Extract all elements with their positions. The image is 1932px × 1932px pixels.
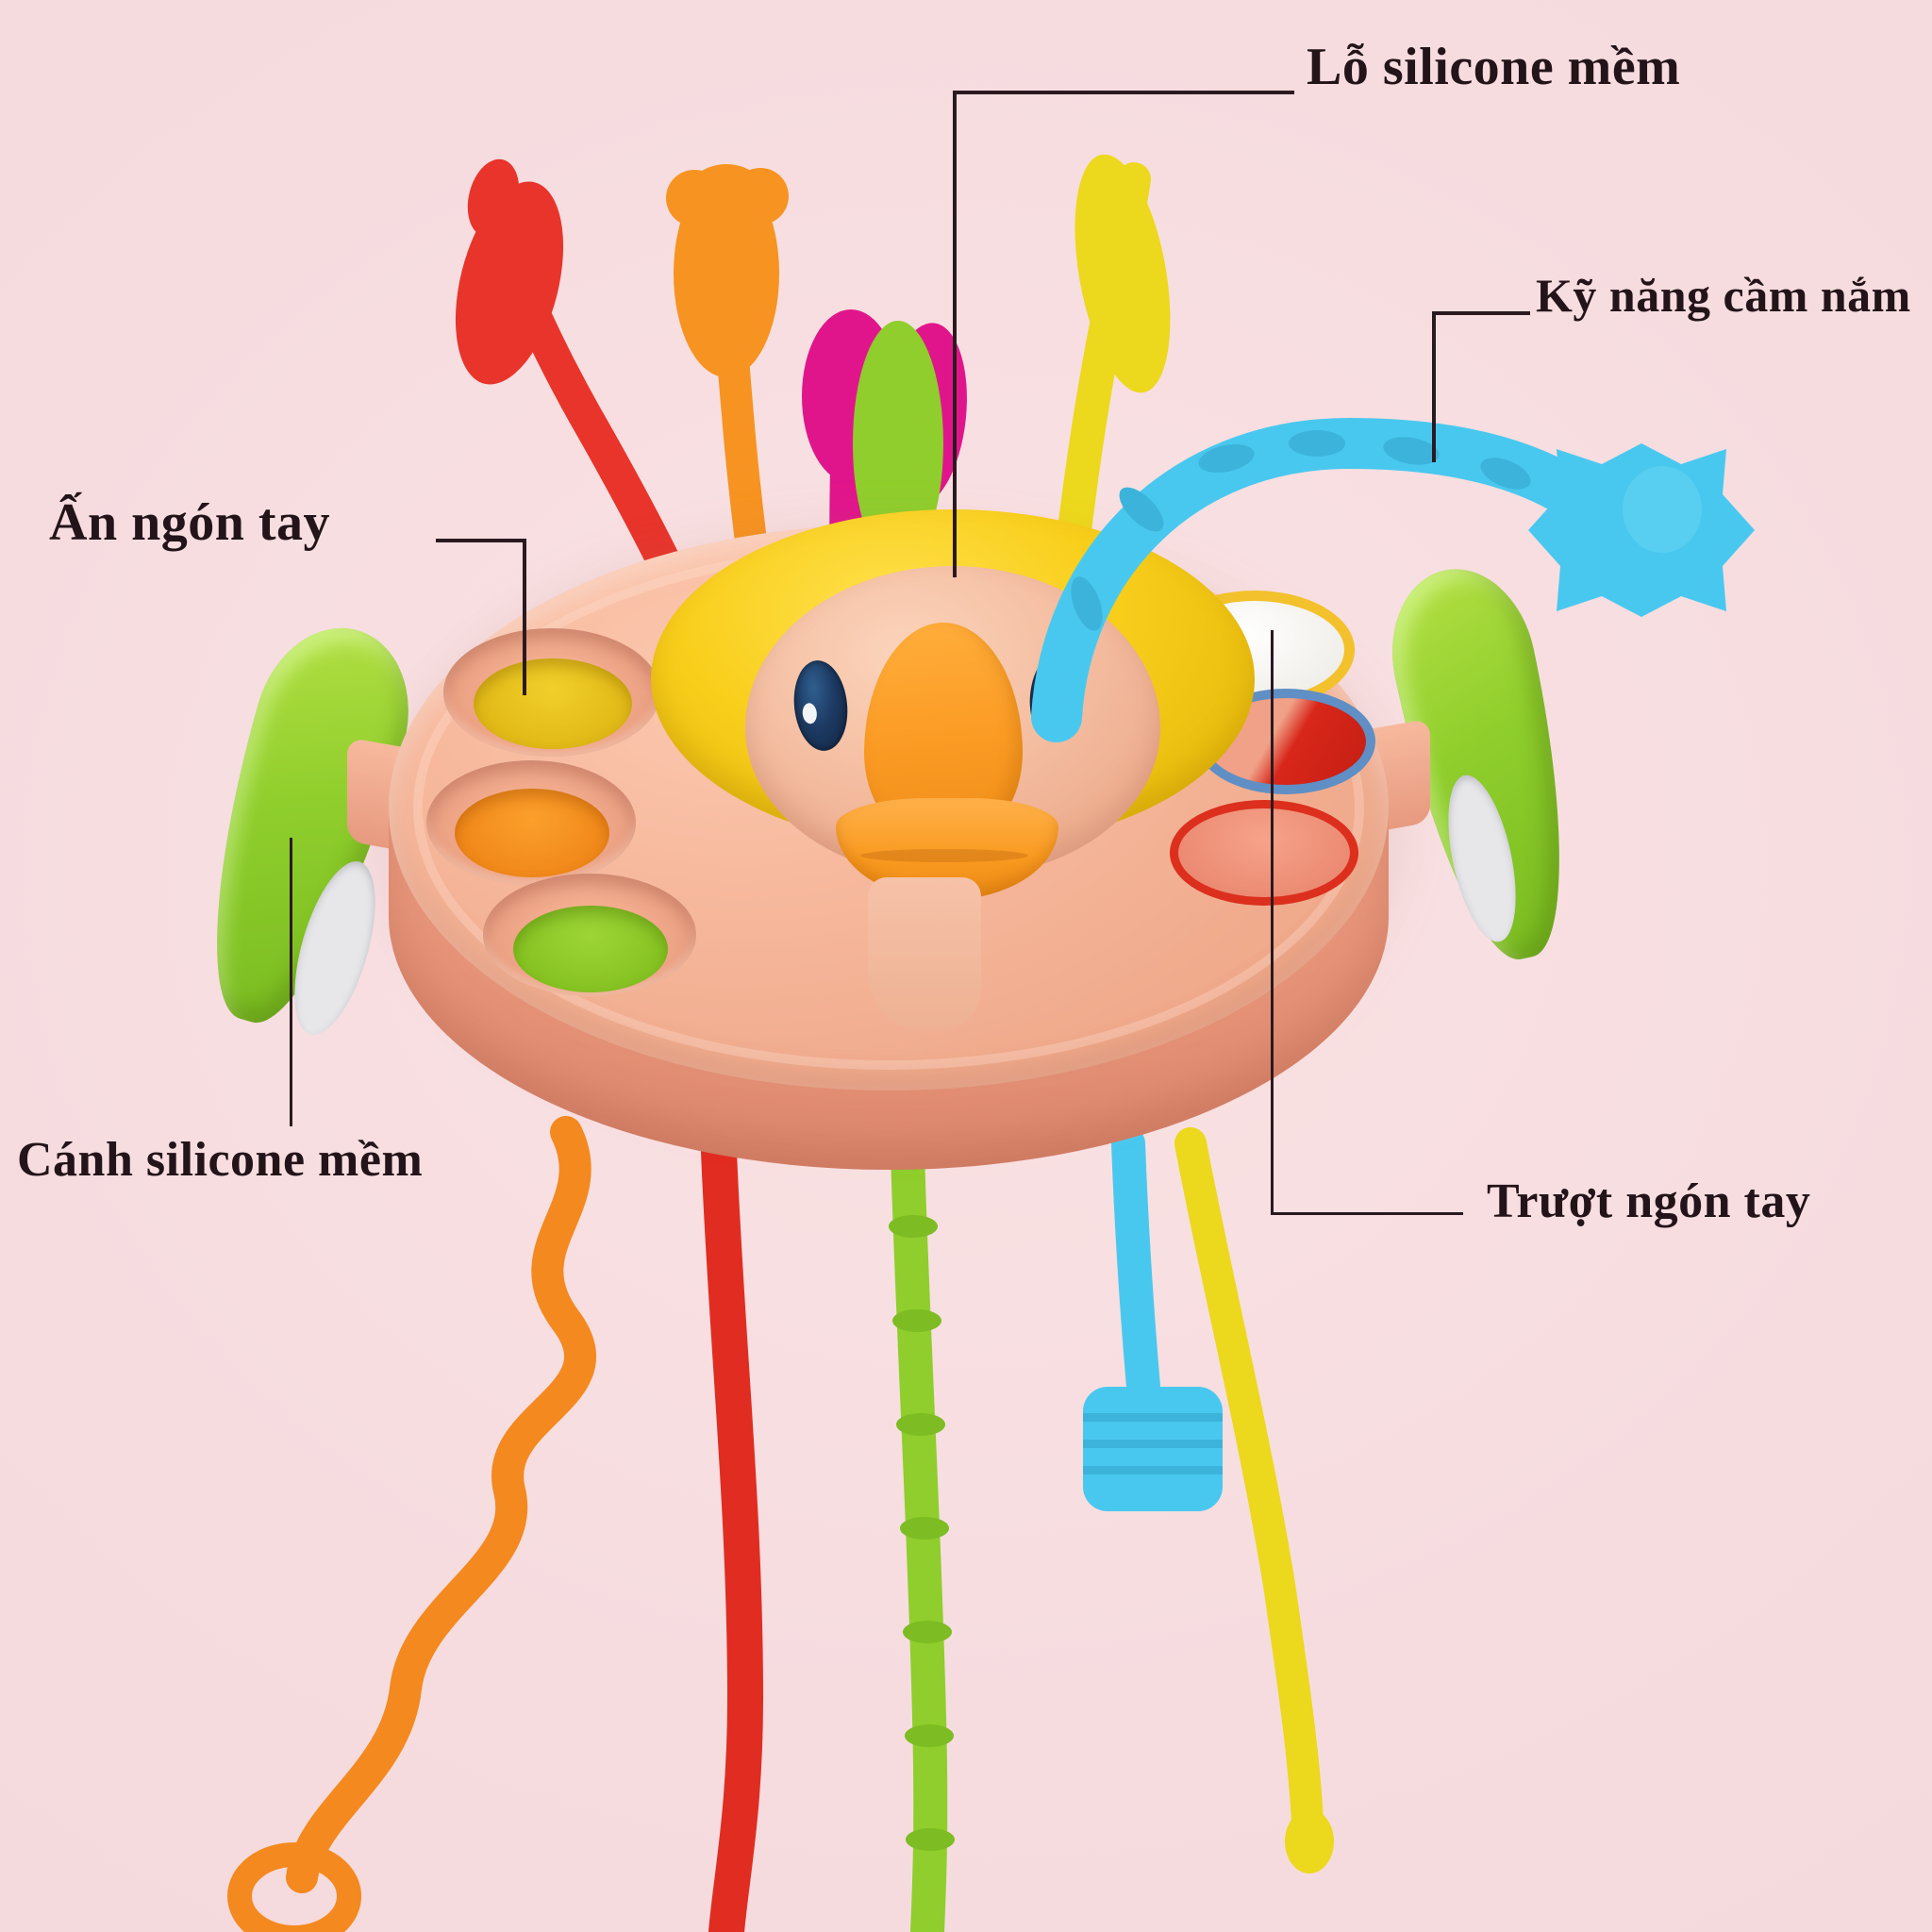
green-cord-beads <box>889 1215 955 1851</box>
press-hole-left-2[interactable] <box>455 789 609 877</box>
slide-hole-right-3[interactable] <box>1170 800 1358 906</box>
yellow-cord <box>1174 1127 1324 1837</box>
leader-grasping-skill-v <box>1432 311 1436 462</box>
press-hole-left-3[interactable] <box>513 906 668 992</box>
blue-teether <box>1083 1387 1223 1511</box>
leader-soft-silicone-hole-v <box>953 91 957 577</box>
label-finger-press: Ấn ngón tay <box>49 493 331 552</box>
leader-grasping-skill-h <box>1432 311 1530 315</box>
blue-cord <box>1111 1126 1160 1404</box>
yellow-cord-tip <box>1285 1809 1334 1874</box>
duck-neck <box>868 877 981 1028</box>
duck-beak-line <box>860 849 1028 862</box>
orange-cord-ring <box>227 1842 361 1932</box>
arch-ridges <box>1071 430 1531 631</box>
label-finger-slide: Trượt ngón tay <box>1487 1174 1811 1228</box>
leader-soft-silicone-hole-h <box>953 91 1294 94</box>
leader-finger-press-h <box>436 539 526 542</box>
red-pull <box>455 158 762 783</box>
orange-cord <box>286 1116 596 1893</box>
leader-finger-slide-v <box>1271 630 1274 1215</box>
leader-soft-silicone-wing-v <box>290 838 292 1126</box>
label-grasping-skill: Kỹ năng cầm nắm <box>1536 269 1911 322</box>
leader-finger-slide-h <box>1271 1212 1463 1215</box>
red-cord <box>701 1133 764 1932</box>
label-soft-silicone-wing: Cánh silicone mềm <box>17 1133 424 1187</box>
press-hole-left-1[interactable] <box>474 658 632 749</box>
label-soft-silicone-hole: Lỗ silicone mềm <box>1307 38 1681 96</box>
leader-finger-press-v <box>523 539 526 695</box>
